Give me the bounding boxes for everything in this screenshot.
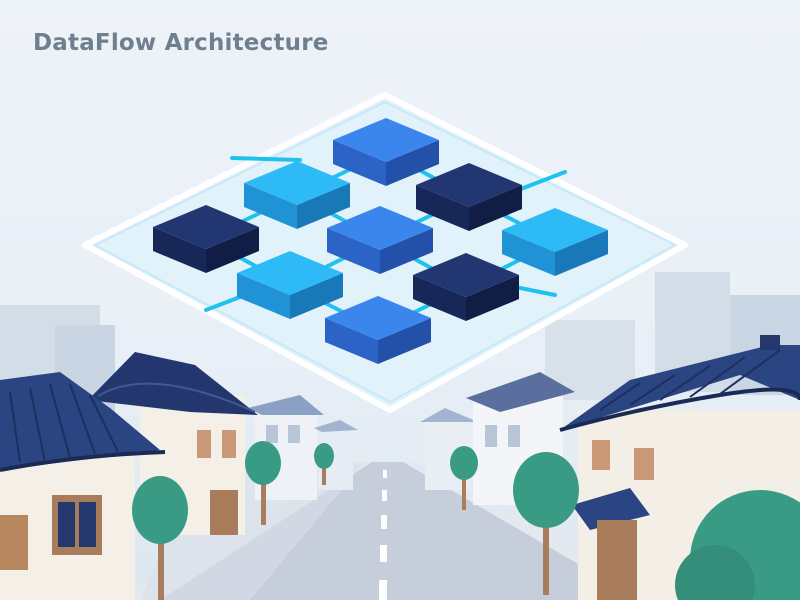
diagram-node-n3: [416, 163, 522, 231]
page-title: DataFlow Architecture: [33, 30, 329, 56]
far-right-houses: [420, 372, 575, 505]
diagram-nodes: [153, 118, 608, 364]
diagram-node-n5: [327, 206, 433, 274]
diagram-edge-stub-1: [230, 156, 302, 162]
diagram-node-n4: [153, 205, 259, 273]
diagram-node-n9: [325, 296, 431, 364]
left-house-front: [0, 372, 166, 600]
diagram-node-n2: [244, 161, 350, 229]
diagram-node-n8: [413, 253, 519, 321]
diagram-platform-inner: [92, 100, 678, 404]
diagram-edge-stub-3: [204, 295, 242, 312]
diagram-node-n6: [502, 208, 608, 276]
diagram-node-n7: [237, 251, 343, 319]
diagram-node-n1: [333, 118, 439, 186]
trees: [132, 441, 800, 600]
